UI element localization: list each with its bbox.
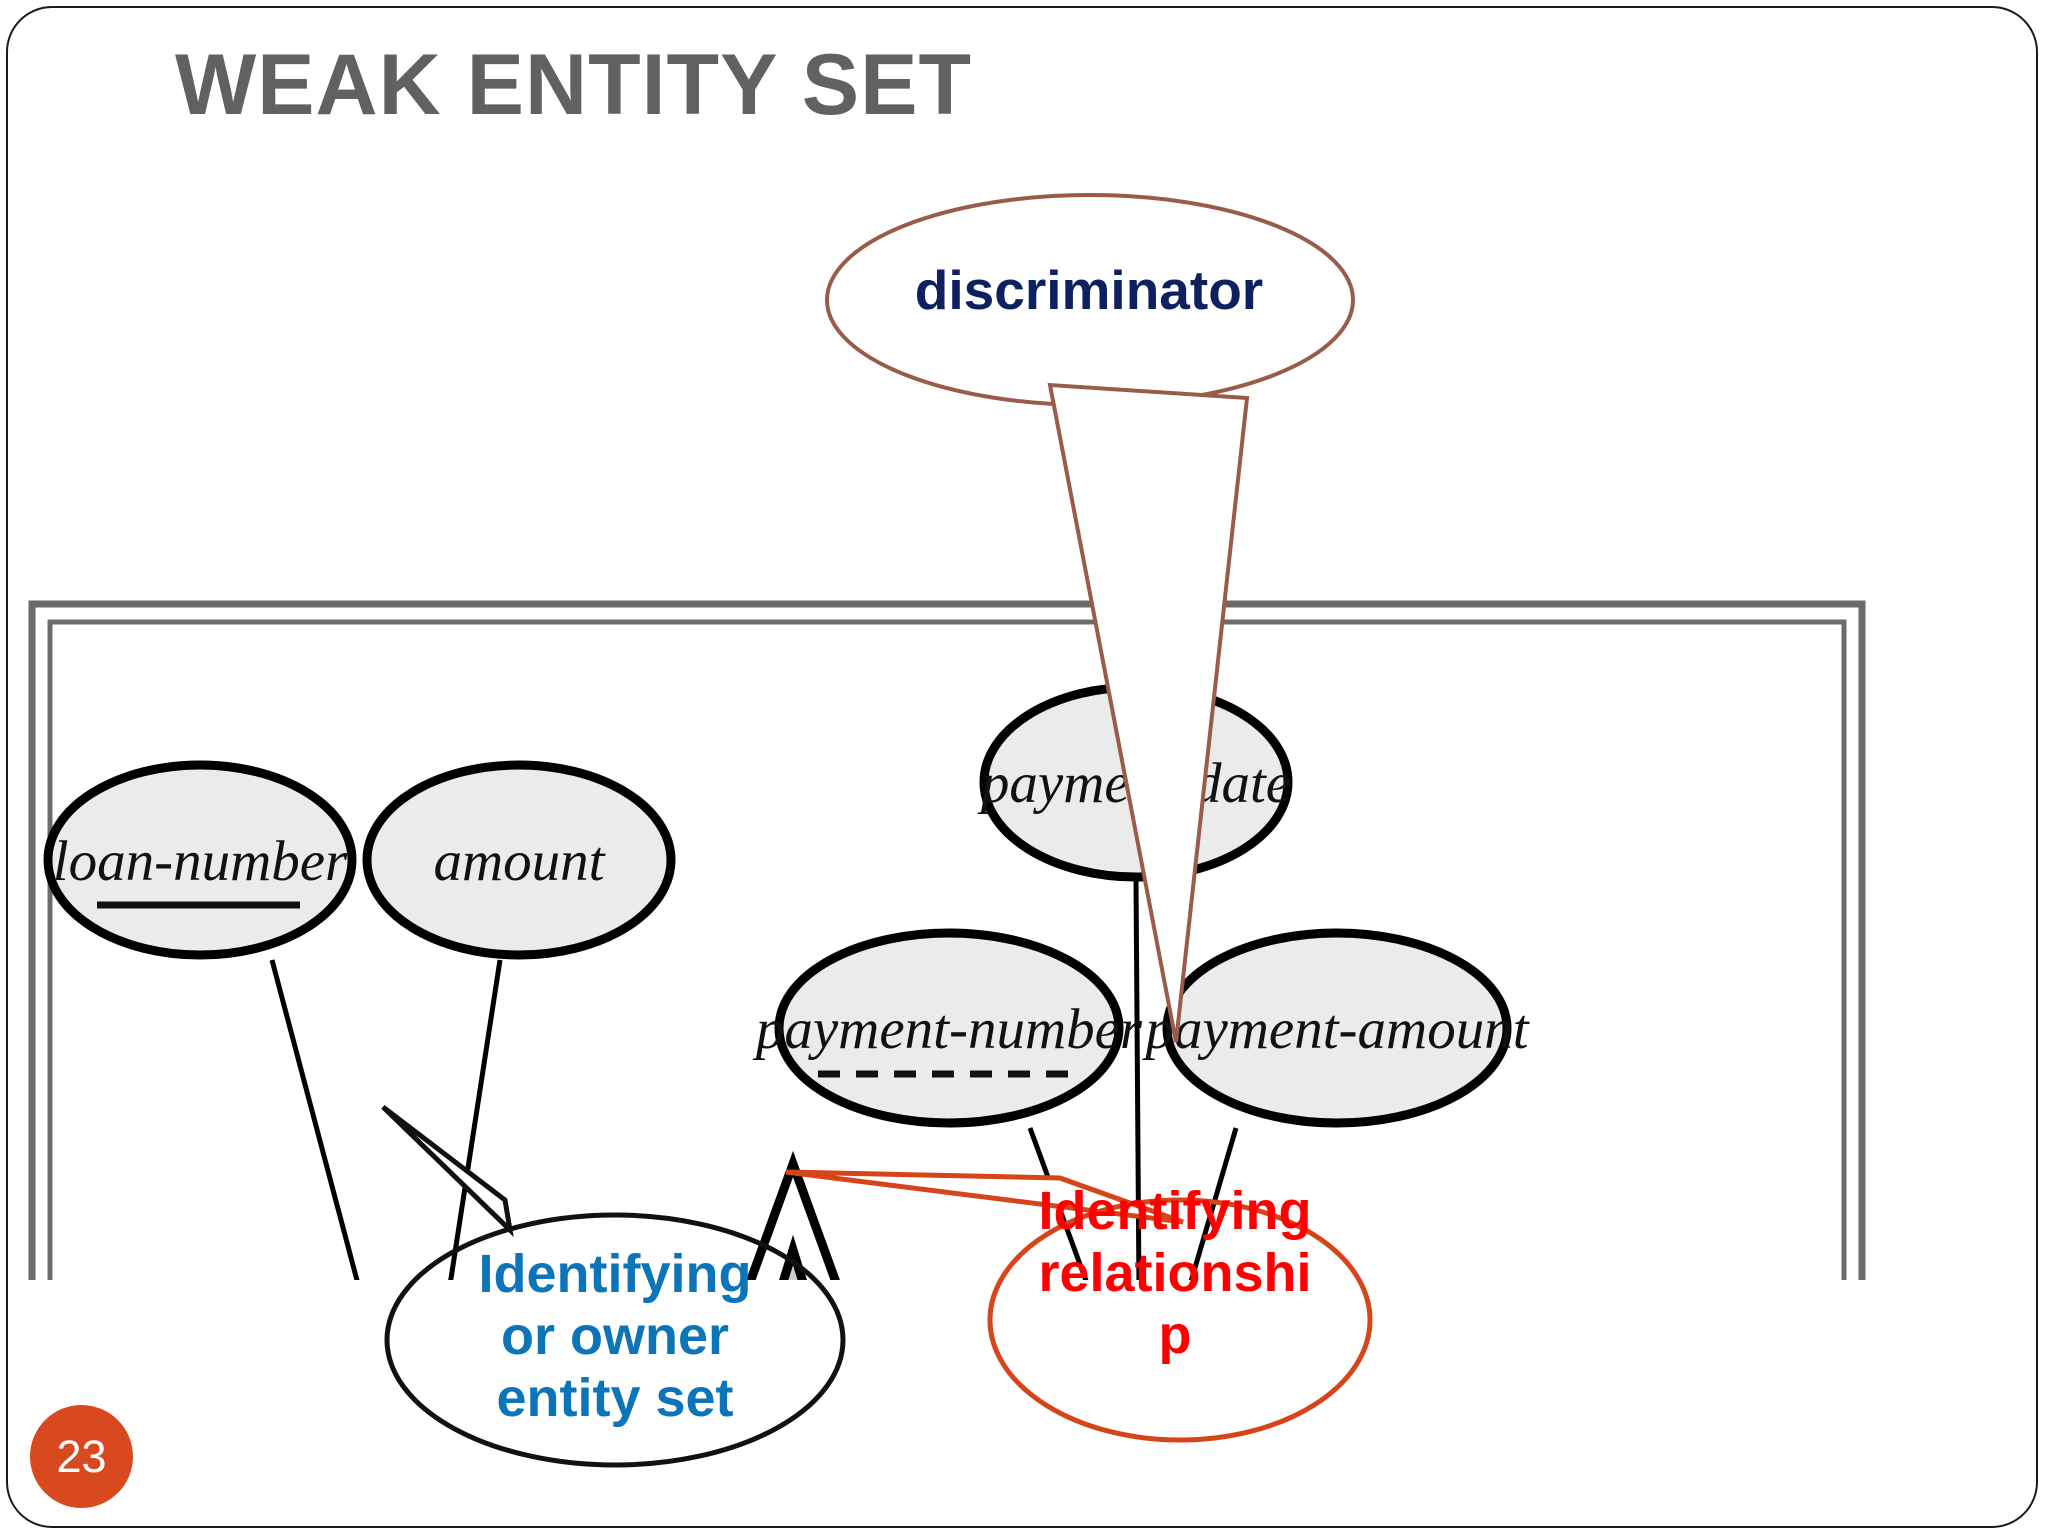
callout-line-3: p xyxy=(1158,1305,1192,1366)
diagram-frame-inner xyxy=(47,619,1847,1280)
attribute-amount: amount xyxy=(362,760,676,960)
attribute-label: amount xyxy=(434,830,606,893)
page-number-badge: 23 xyxy=(30,1405,133,1508)
callout-line-2: or owner xyxy=(500,1306,730,1367)
attribute-payment-date: payment-date xyxy=(977,682,1293,882)
callout-line-1: Identifying xyxy=(478,1244,752,1304)
attribute-label: payment-amount xyxy=(1141,998,1529,1061)
callout-line-1: Identifying xyxy=(1038,1181,1312,1241)
page-title: WEAK ENTITY SET xyxy=(175,37,973,133)
diagram-frame-outer xyxy=(28,600,1866,1280)
attribute-label: payment-date xyxy=(977,752,1291,815)
attribute-loan-number: loan-number xyxy=(43,760,357,960)
attribute-label: loan-number xyxy=(53,830,348,893)
callout-line-3: entity set xyxy=(496,1368,734,1429)
callout-label-identifying-relationship: Identifying relationshi p xyxy=(1005,1180,1345,1366)
er-diagram: loan-number amount payment-date payment-… xyxy=(28,600,1866,1280)
edge-loan-number-to-loan xyxy=(269,959,360,1280)
callout-label-discriminator: discriminator xyxy=(914,259,1264,321)
callout-line-2: relationshi xyxy=(1038,1243,1312,1304)
callout-label-owner-entity: Identifying or owner entity set xyxy=(445,1243,785,1429)
attribute-label: payment-number xyxy=(752,998,1143,1061)
